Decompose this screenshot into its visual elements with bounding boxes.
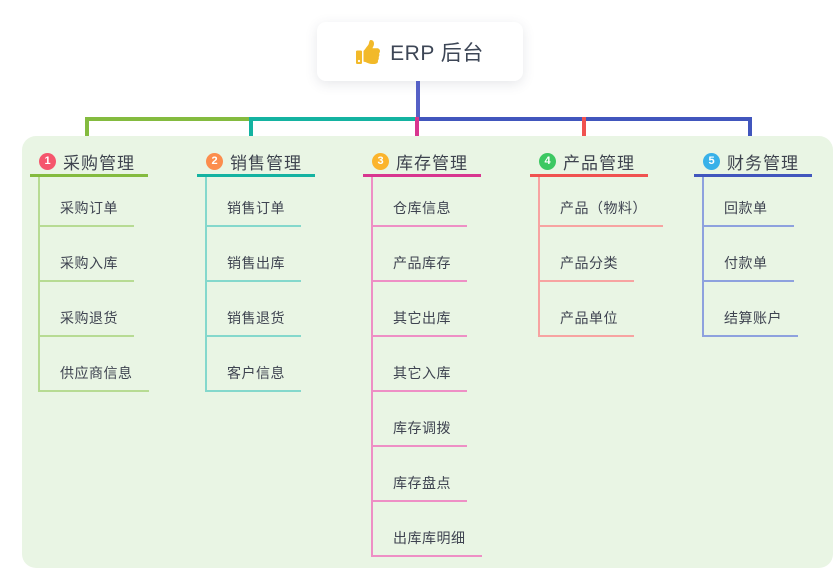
child-node[interactable]: 回款单 <box>704 177 794 227</box>
branch-label: 销售管理 <box>230 153 302 173</box>
branch-children: 产品（物料）产品分类产品单位 <box>538 177 663 337</box>
root-stem-line <box>416 81 420 121</box>
root-node[interactable]: ERP 后台 <box>317 22 523 81</box>
child-node[interactable]: 库存调拨 <box>373 392 467 447</box>
branch-column: 5 财务管理回款单付款单结算账户 <box>694 148 839 337</box>
child-node[interactable]: 采购入库 <box>40 227 134 282</box>
branch-header[interactable]: 3 库存管理 <box>363 148 481 177</box>
branch-badge: 2 <box>206 152 223 170</box>
child-node[interactable]: 供应商信息 <box>40 337 149 392</box>
branch-drop-line <box>748 117 752 150</box>
child-node[interactable]: 产品库存 <box>373 227 467 282</box>
child-node[interactable]: 销售出库 <box>207 227 301 282</box>
branch-drop-line <box>85 117 89 150</box>
child-node[interactable]: 产品单位 <box>540 282 634 337</box>
child-node[interactable]: 出库库明细 <box>373 502 482 557</box>
branch-children: 销售订单销售出库销售退货客户信息 <box>205 177 301 392</box>
branch-label: 产品管理 <box>563 153 635 173</box>
child-node[interactable]: 采购订单 <box>40 177 134 227</box>
thumbs-up-icon <box>356 39 381 64</box>
branch-label: 采购管理 <box>63 153 135 173</box>
child-node[interactable]: 其它入库 <box>373 337 467 392</box>
branch-column: 3 库存管理仓库信息产品库存其它出库其它入库库存调拨库存盘点出库库明细 <box>363 148 513 557</box>
branch-children: 仓库信息产品库存其它出库其它入库库存调拨库存盘点出库库明细 <box>371 177 482 557</box>
branch-children: 采购订单采购入库采购退货供应商信息 <box>38 177 149 392</box>
child-node[interactable]: 其它出库 <box>373 282 467 337</box>
branch-badge: 5 <box>703 152 720 170</box>
branch-column: 4 产品管理产品（物料）产品分类产品单位 <box>530 148 680 337</box>
branch-column: 1 采购管理采购订单采购入库采购退货供应商信息 <box>30 148 180 392</box>
branch-badge: 3 <box>372 152 389 170</box>
root-label: ERP 后台 <box>390 41 484 65</box>
branch-drop-line <box>582 117 586 150</box>
child-node[interactable]: 产品（物料） <box>540 177 663 227</box>
child-node[interactable]: 采购退货 <box>40 282 134 337</box>
branch-header[interactable]: 1 采购管理 <box>30 148 148 177</box>
branch-label: 库存管理 <box>396 153 468 173</box>
branch-badge: 1 <box>39 152 56 170</box>
bus-segment <box>85 117 253 121</box>
child-node[interactable]: 库存盘点 <box>373 447 467 502</box>
branch-drop-line <box>249 117 253 150</box>
branch-header[interactable]: 2 销售管理 <box>197 148 315 177</box>
child-node[interactable]: 产品分类 <box>540 227 634 282</box>
branch-header[interactable]: 5 财务管理 <box>694 148 812 177</box>
child-node[interactable]: 销售退货 <box>207 282 301 337</box>
branch-drop-line <box>415 117 419 150</box>
branch-badge: 4 <box>539 152 556 170</box>
child-node[interactable]: 仓库信息 <box>373 177 467 227</box>
branch-children: 回款单付款单结算账户 <box>702 177 798 337</box>
branch-column: 2 销售管理销售订单销售出库销售退货客户信息 <box>197 148 347 392</box>
child-node[interactable]: 付款单 <box>704 227 794 282</box>
branches-panel <box>22 136 833 568</box>
bus-segment <box>249 117 418 121</box>
child-node[interactable]: 结算账户 <box>704 282 798 337</box>
child-node[interactable]: 销售订单 <box>207 177 301 227</box>
branch-label: 财务管理 <box>727 153 799 173</box>
child-node[interactable]: 客户信息 <box>207 337 301 392</box>
branch-header[interactable]: 4 产品管理 <box>530 148 648 177</box>
